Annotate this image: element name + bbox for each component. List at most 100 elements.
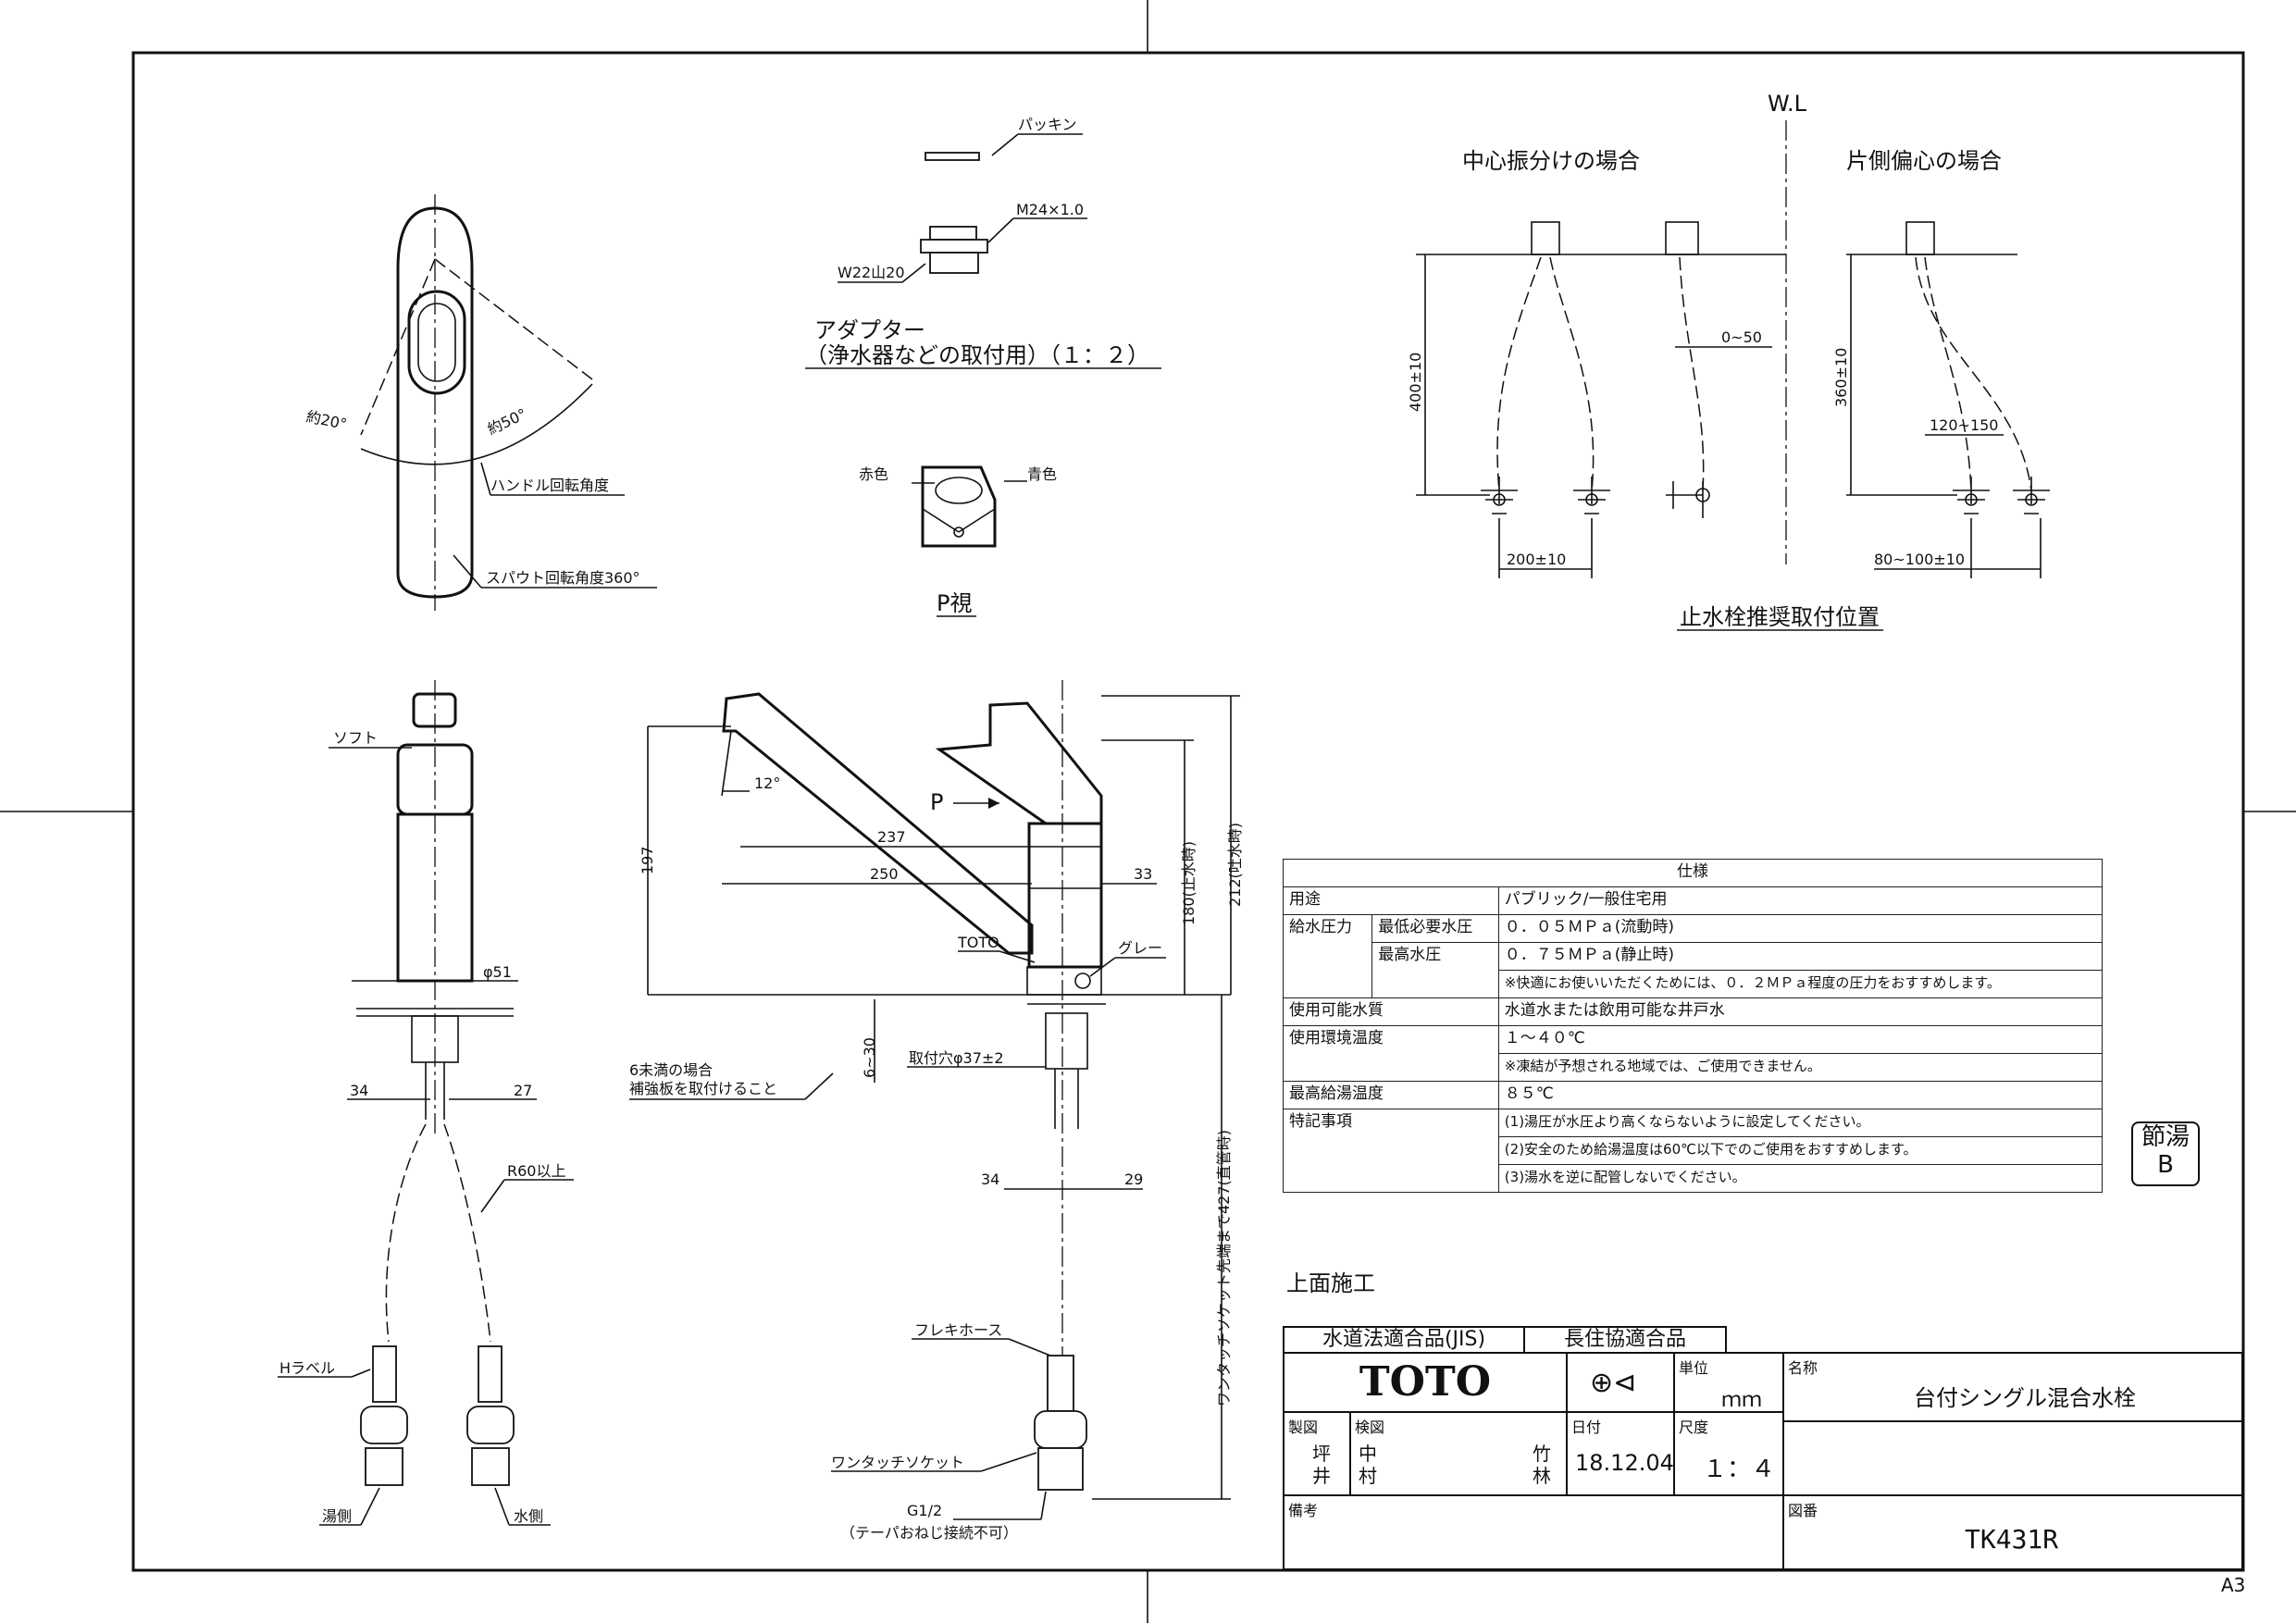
dim-0-50: 0~50	[1721, 328, 1762, 346]
projection-icon: ⊕⊲	[1590, 1367, 1637, 1399]
adapter-detail: パッキン M24×1.0 W22山20 アダプター （浄水器などの取付用）（１：…	[805, 116, 1161, 369]
side-view: ソフト φ51 34 27 R60以上 Hラベル 湯側 水側	[278, 680, 574, 1526]
temp-note: ※凍結が予想される地域では、ご使用できません。	[1497, 1053, 2104, 1082]
remarks-label: 備考	[1288, 1502, 1319, 1519]
reinforce-note-1: 6未満の場合	[629, 1061, 713, 1079]
valve-caption: 止水栓推奨取付位置	[1680, 604, 1880, 630]
spout-rotation-label: スパウト回転角度360°	[486, 569, 640, 587]
drawing-no-label: 図番	[1788, 1502, 1818, 1519]
spec-title: 仕様	[1283, 859, 2103, 887]
approved-value-1: 竹	[1533, 1443, 1551, 1465]
dim-400: 400±10	[1407, 353, 1424, 412]
soft-label: ソフト	[333, 729, 378, 747]
name-label: 名称	[1788, 1359, 1818, 1377]
handle-angle-right: 約50°	[485, 405, 529, 439]
top-view: 約20° 約50° ハンドル回転角度 スパウト回転角度360°	[304, 194, 657, 611]
one-touch: ワンタッチソケット	[831, 1454, 964, 1471]
hose-length: ワンタッチソケット先端まで427(直管時)	[1215, 1130, 1233, 1406]
scale-label: 尺度	[1679, 1419, 1709, 1436]
max-value: ０．７５ＭＰａ(静止時)	[1497, 942, 2104, 971]
badge-line1: 節湯	[2141, 1123, 2190, 1151]
side-dim-27: 27	[514, 1082, 532, 1099]
max-label: 最高水圧	[1371, 942, 1499, 998]
flex-hose: フレキホース	[914, 1321, 1002, 1339]
checked-label: 検図	[1355, 1419, 1385, 1436]
temp-label: 使用環境温度	[1283, 1025, 1499, 1082]
date-label: 日付	[1571, 1419, 1602, 1436]
checked-value-2: 村	[1359, 1465, 1377, 1487]
usage-value: パブリック/一般住宅用	[1497, 886, 2104, 915]
usage-label: 用途	[1283, 886, 1499, 915]
dim-250: 250	[870, 865, 899, 883]
drawing-no-value: TK431R	[1965, 1524, 2059, 1555]
red-label: 赤色	[859, 465, 888, 483]
checked-cell: 検図 中 村 竹 林	[1349, 1411, 1568, 1496]
pressure-label: 給水圧力	[1282, 914, 1373, 998]
dim-200: 200±10	[1507, 551, 1566, 568]
drawing-no-cell: 図番 TK431R	[1782, 1494, 2243, 1570]
temp-value: １～４０℃	[1497, 1025, 2104, 1054]
special-3: (3)湯水を逆に配管しないでください。	[1497, 1164, 2104, 1193]
water-label: 使用可能水質	[1283, 997, 1499, 1026]
handle-rotation-label: ハンドル回転角度	[490, 477, 609, 494]
center-title: 中心振分けの場合	[1462, 148, 1640, 174]
dia-51: φ51	[483, 963, 512, 981]
drawn-label: 製図	[1288, 1419, 1319, 1436]
special-label: 特記事項	[1283, 1109, 1499, 1193]
name-value: 台付シングル混合水栓	[1914, 1385, 2136, 1411]
wl-label: W.L	[1768, 91, 1807, 117]
unit-value: ｍｍ	[1721, 1389, 1763, 1412]
p-view: 赤色 青色 P視	[859, 465, 1057, 617]
toto-label: TOTO	[957, 934, 999, 951]
front-dim-29: 29	[1124, 1171, 1143, 1188]
water-value: 水道水または飲用可能な井戸水	[1497, 997, 2104, 1026]
dim-197: 197	[639, 846, 656, 874]
dim-120-150: 120~150	[1930, 416, 1998, 434]
special-2: (2)安全のため給湯温度は60℃以下でのご使用をおすすめします。	[1497, 1136, 2104, 1165]
dim-80-100: 80~100±10	[1874, 551, 1965, 568]
hot-side: 湯側	[322, 1507, 352, 1525]
name-cell: 名称 台付シングル混合水栓	[1782, 1352, 2243, 1422]
dim-180: 180(止水時)	[1180, 841, 1198, 925]
front-dim-34: 34	[981, 1171, 999, 1188]
min-label: 最低必要水圧	[1371, 914, 1499, 943]
remarks-cell: 備考	[1283, 1494, 1784, 1570]
badge-line2: B	[2157, 1151, 2174, 1179]
date-value: 18.12.04	[1575, 1450, 1674, 1476]
checked-value-1: 中	[1359, 1443, 1377, 1465]
front-view: 197 12° P 237 250 33 180(止水時) 212(吐水時) T…	[629, 680, 1244, 1542]
dim-12deg: 12°	[754, 774, 780, 792]
jis-label: 水道法適合品(JIS)	[1283, 1326, 1525, 1354]
install-note: 上面施工	[1286, 1270, 1375, 1296]
scale-cell: 尺度 １：４	[1673, 1411, 1784, 1496]
bl-label: 長住協適合品	[1523, 1326, 1727, 1354]
r60-label: R60以上	[507, 1162, 565, 1180]
g-thread: G1/2	[907, 1502, 942, 1519]
g-note: （テーパおねじ接続不可）	[840, 1524, 1018, 1542]
hot-label: 最高給湯温度	[1283, 1081, 1499, 1109]
hole-label: 取付穴φ37±2	[909, 1049, 1004, 1067]
sheet-border	[131, 51, 2245, 1572]
dim-360: 360±10	[1832, 348, 1850, 407]
brand-logo: TOTO	[1283, 1352, 1568, 1413]
dim-6-30: 6~30	[861, 1037, 878, 1078]
cold-side: 水側	[514, 1507, 543, 1525]
offset-title: 片側偏心の場合	[1846, 148, 2002, 174]
approved-value-2: 林	[1533, 1465, 1551, 1487]
sheet-size: A3	[2221, 1574, 2245, 1596]
p-view-title: P視	[937, 590, 972, 616]
projection-symbol: ⊕⊲	[1566, 1352, 1675, 1413]
special-1: (1)湯圧が水圧より高くならないように設定してください。	[1497, 1109, 2104, 1137]
blue-label: 青色	[1027, 465, 1057, 483]
water-saving-badge: 節湯 B	[2131, 1121, 2200, 1186]
unit-label: 単位	[1679, 1359, 1709, 1377]
date-cell: 日付 18.12.04	[1566, 1411, 1675, 1496]
dim-237: 237	[877, 828, 906, 846]
adapter-subtitle: （浄水器などの取付用）（１：２）	[805, 342, 1149, 368]
side-dim-34: 34	[350, 1082, 368, 1099]
hot-value: ８５℃	[1497, 1081, 2104, 1109]
drawn-value-1: 坪	[1312, 1443, 1331, 1465]
adapter-title: アダプター	[814, 317, 925, 343]
